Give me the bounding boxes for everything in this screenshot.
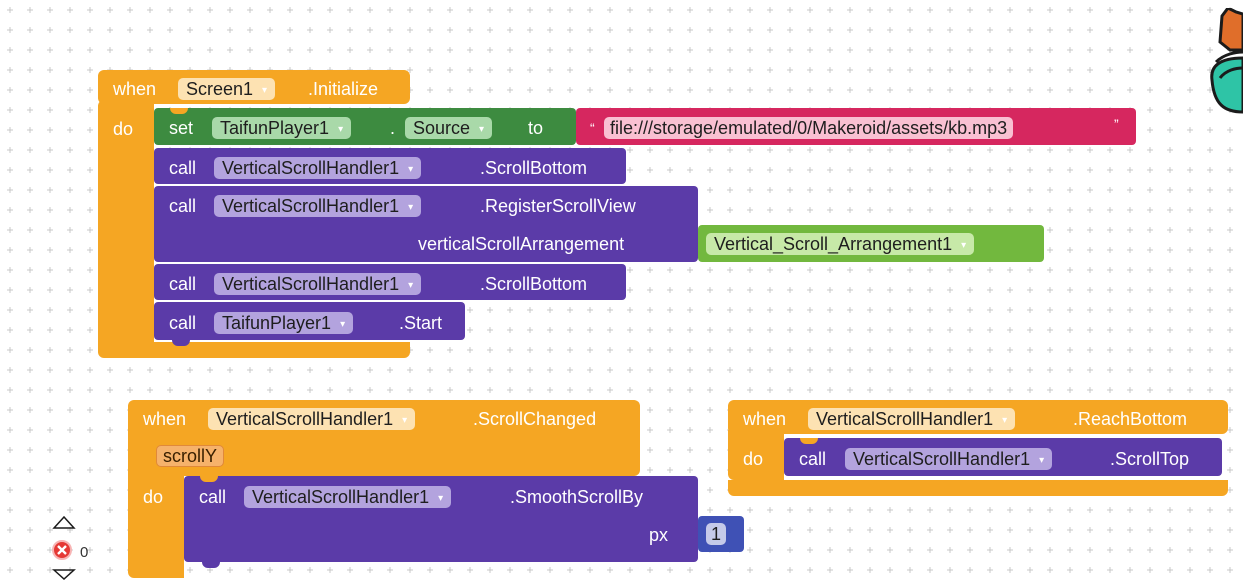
chevron-down-icon: ▾ <box>438 493 444 504</box>
argument-label: verticalScrollArrangement <box>418 234 625 254</box>
component-dropdown[interactable]: VerticalScrollHandler1▾ <box>208 408 416 430</box>
component-dropdown[interactable]: VerticalScrollHandler1▾ <box>808 408 1016 430</box>
when-keyword: when <box>113 79 157 99</box>
block-notch <box>200 476 218 482</box>
method-name: .ScrollTop <box>1110 449 1190 469</box>
event-name: .ReachBottom <box>1073 409 1188 429</box>
input-socket <box>690 526 698 540</box>
to-keyword: to <box>528 118 544 138</box>
method-name: .Start <box>399 313 443 333</box>
block-notch <box>172 340 190 346</box>
event-parameter[interactable]: scrollY <box>156 445 225 467</box>
text-value-field[interactable]: file:///storage/emulated/0/Makeroid/asse… <box>604 117 1014 139</box>
call-keyword: call <box>169 158 197 178</box>
component-dropdown[interactable]: VerticalScrollHandler1▾ <box>214 273 422 295</box>
component-dropdown[interactable]: TaifunPlayer1▾ <box>214 312 354 334</box>
chevron-down-icon: ▾ <box>262 85 268 96</box>
chevron-down-icon: ▾ <box>408 202 414 213</box>
chevron-down-icon: ▾ <box>338 124 344 135</box>
block-notch <box>202 562 220 568</box>
chevron-down-icon: ▾ <box>402 415 408 426</box>
number-value-field[interactable]: 1 <box>706 523 727 545</box>
dot-separator: . <box>390 118 396 138</box>
component-dropdown[interactable]: TaifunPlayer1▾ <box>212 117 352 139</box>
call-keyword: call <box>799 449 827 469</box>
block-notch <box>800 438 818 444</box>
method-name: .RegisterScrollView <box>480 196 636 216</box>
call-keyword: call <box>169 274 197 294</box>
method-name: .ScrollBottom <box>480 274 588 294</box>
method-name: .ScrollBottom <box>480 158 588 178</box>
chevron-down-icon: ▾ <box>408 280 414 291</box>
chevron-down-icon: ▾ <box>961 240 967 251</box>
component-dropdown[interactable]: VerticalScrollHandler1▾ <box>214 157 422 179</box>
component-dropdown[interactable]: Vertical_Scroll_Arrangement1▾ <box>706 233 975 255</box>
chevron-down-icon: ▾ <box>340 319 346 330</box>
property-dropdown[interactable]: Source▾ <box>405 117 493 139</box>
event-do-arm <box>728 430 784 480</box>
method-name: .SmoothScrollBy <box>510 487 644 507</box>
when-keyword: when <box>743 409 787 429</box>
event-footer <box>98 342 410 358</box>
when-keyword: when <box>143 409 187 429</box>
event-footer <box>728 480 1228 496</box>
event-do-arm <box>98 100 154 356</box>
component-dropdown[interactable]: VerticalScrollHandler1▾ <box>244 486 452 508</box>
input-socket <box>568 119 576 133</box>
event-name: .ScrollChanged <box>473 409 597 429</box>
warning-count: 0 <box>80 544 89 561</box>
component-dropdown[interactable]: Screen1▾ <box>178 78 276 100</box>
component-dropdown[interactable]: VerticalScrollHandler1▾ <box>214 195 422 217</box>
do-keyword: do <box>143 487 164 507</box>
event-name: .Initialize <box>308 79 379 99</box>
block-notch <box>170 108 188 114</box>
component-dropdown[interactable]: VerticalScrollHandler1▾ <box>845 448 1053 470</box>
do-keyword: do <box>113 119 134 139</box>
zoom-down-arrow-icon[interactable] <box>52 568 76 580</box>
argument-label: px <box>649 525 669 545</box>
do-keyword: do <box>743 449 764 469</box>
call-keyword: call <box>169 196 197 216</box>
chevron-down-icon: ▾ <box>1039 455 1045 466</box>
input-socket <box>690 235 698 249</box>
call-keyword: call <box>169 313 197 333</box>
set-keyword: set <box>169 118 194 138</box>
quote-open: “ <box>590 120 595 136</box>
error-x-icon[interactable] <box>52 540 72 560</box>
chevron-down-icon: ▾ <box>479 124 485 135</box>
chevron-down-icon: ▾ <box>408 164 414 175</box>
zoom-up-arrow-icon[interactable] <box>52 514 76 530</box>
call-keyword: call <box>199 487 227 507</box>
chevron-down-icon: ▾ <box>1002 415 1008 426</box>
trash-can-icon[interactable] <box>1206 8 1243 118</box>
event-do-arm <box>128 470 184 578</box>
quote-close: ” <box>1114 116 1119 132</box>
